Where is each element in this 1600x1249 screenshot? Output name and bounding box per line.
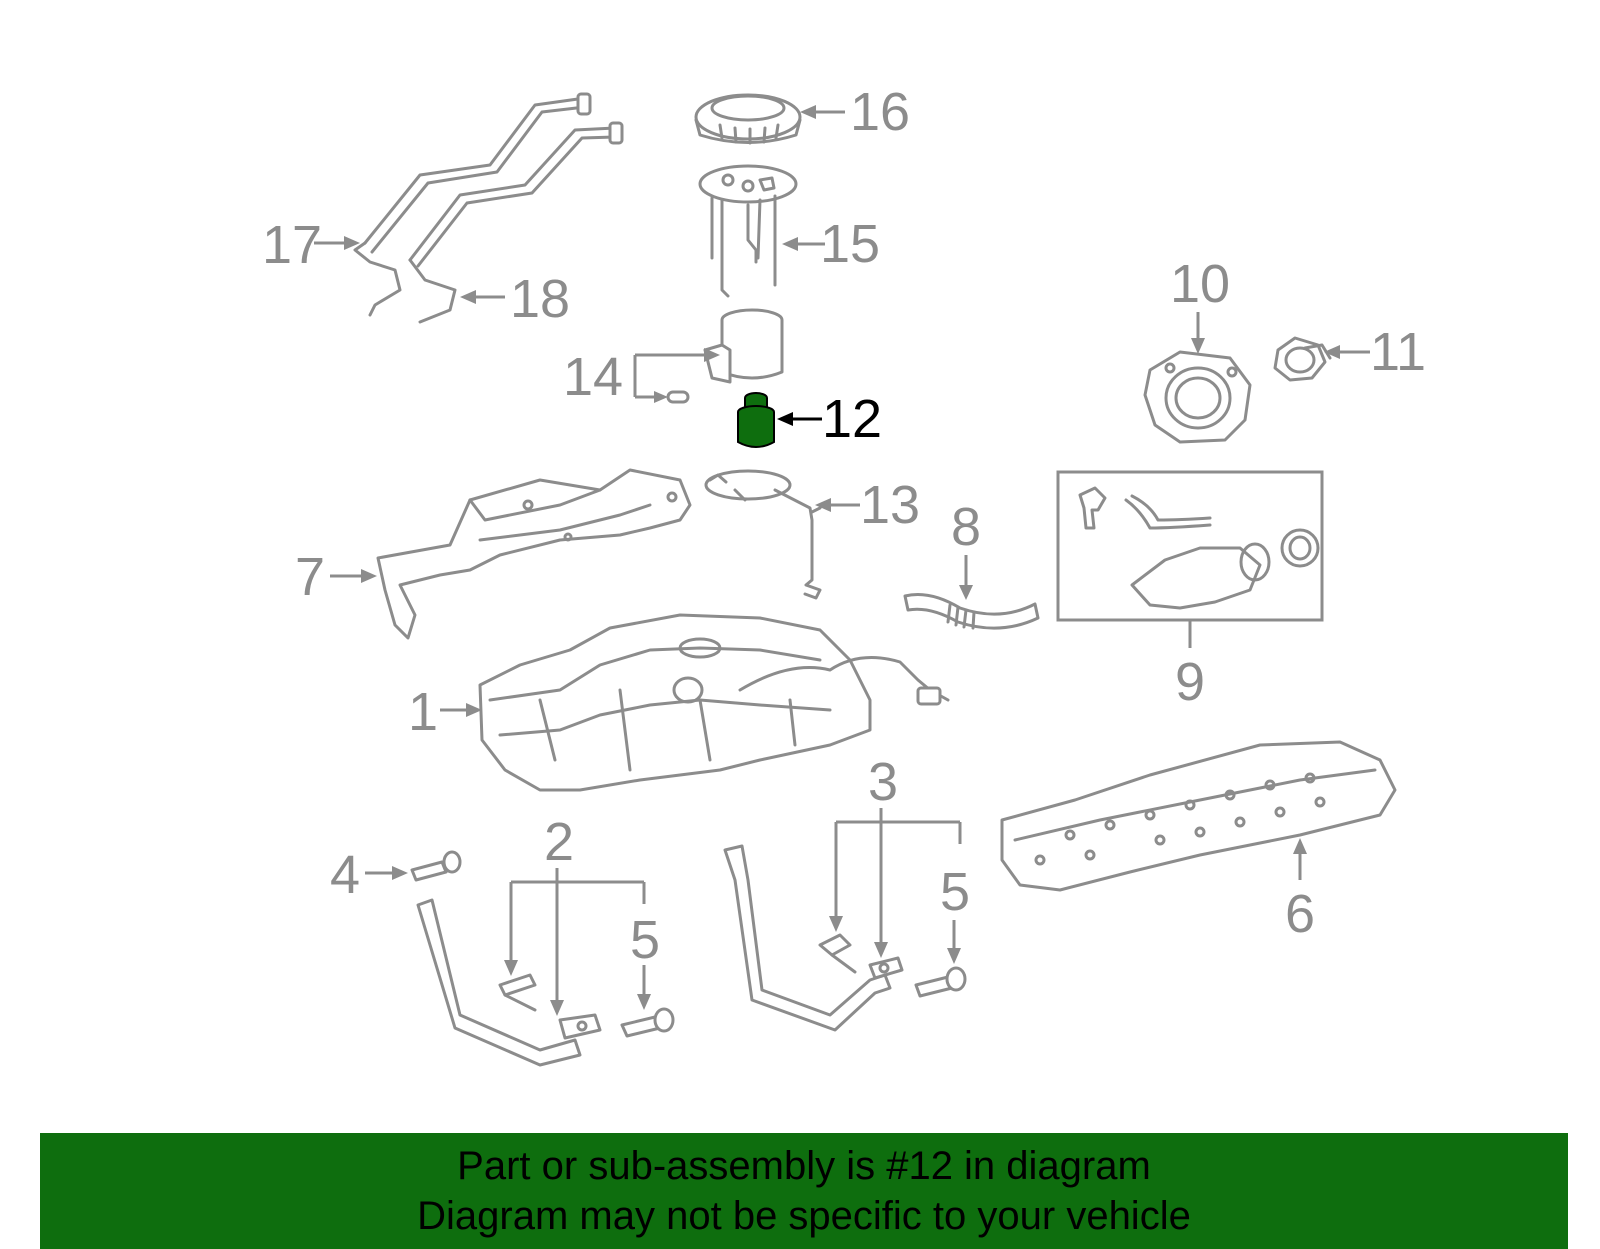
- part-7-heat-shield[interactable]: [376, 468, 692, 640]
- part-8-filler-hose[interactable]: [903, 593, 1040, 630]
- callout-8-label: 8: [951, 497, 981, 557]
- callout-18: 18: [460, 269, 570, 329]
- callout-2-label: 2: [544, 812, 574, 872]
- part-10-filler-housing[interactable]: [1143, 350, 1252, 444]
- part-17-fuel-line[interactable]: [353, 92, 592, 317]
- callout-13: 13: [815, 475, 920, 535]
- part-5-bolt-left[interactable]: [620, 1007, 675, 1038]
- callout-17: 17: [262, 215, 360, 275]
- callout-5-left: 5: [630, 910, 660, 1010]
- banner-line-1: Part or sub-assembly is #12 in diagram: [457, 1144, 1151, 1188]
- callout-6-label: 6: [1285, 884, 1315, 944]
- callout-12: 12: [777, 389, 882, 449]
- callout-8: 8: [951, 497, 981, 600]
- part-3-tank-strap[interactable]: [723, 844, 904, 1032]
- part-13-sender-gauge[interactable]: [704, 469, 822, 600]
- callout-5-left-label: 5: [630, 910, 660, 970]
- callout-13-label: 13: [860, 475, 920, 535]
- callout-15-label: 15: [820, 214, 880, 274]
- callout-3-label: 3: [868, 752, 898, 812]
- callout-16: 16: [800, 82, 910, 142]
- callout-11-label: 11: [1370, 322, 1426, 382]
- part-18-fuel-line[interactable]: [408, 121, 624, 324]
- info-banner: Part or sub-assembly is #12 in diagram D…: [40, 1133, 1568, 1249]
- part-12-fuel-filter[interactable]: [737, 392, 775, 448]
- callout-9: 9: [1175, 620, 1205, 712]
- callout-2: 2: [504, 812, 646, 1016]
- part-5-bolt-right[interactable]: [914, 966, 967, 998]
- callout-14-label: 14: [563, 347, 623, 407]
- part-15-pump-bracket[interactable]: [698, 164, 798, 298]
- callout-1-label: 1: [408, 682, 438, 742]
- part-6-skid-plate[interactable]: [1000, 740, 1397, 892]
- callout-12-label: 12: [822, 389, 882, 449]
- callout-5-right: 5: [940, 862, 970, 964]
- callout-6: 6: [1285, 838, 1315, 944]
- part-2-tank-strap[interactable]: [416, 898, 602, 1067]
- callout-4-label: 4: [330, 845, 360, 905]
- callout-1: 1: [408, 682, 482, 742]
- part-9-filler-pipe-assembly[interactable]: [1056, 470, 1324, 622]
- callout-15: 15: [782, 214, 880, 274]
- banner-line-2: Diagram may not be specific to your vehi…: [417, 1194, 1191, 1238]
- part-16-lock-ring[interactable]: [694, 93, 802, 145]
- callout-3: 3: [829, 752, 962, 958]
- part-1-fuel-tank[interactable]: [478, 613, 950, 792]
- callout-5-right-label: 5: [940, 862, 970, 922]
- part-11-fuel-cap[interactable]: [1273, 336, 1332, 382]
- callout-10: 10: [1170, 254, 1230, 354]
- callout-7: 7: [295, 547, 377, 607]
- part-4-bolt[interactable]: [410, 850, 462, 882]
- callout-18-label: 18: [510, 269, 570, 329]
- part-14-fuel-pump[interactable]: [666, 308, 784, 404]
- callout-9-label: 9: [1175, 652, 1205, 712]
- callout-16-label: 16: [850, 82, 910, 142]
- callout-11: 11: [1324, 322, 1426, 382]
- callout-14: 14: [563, 347, 720, 407]
- callout-10-label: 10: [1170, 254, 1230, 314]
- callout-4: 4: [330, 845, 408, 905]
- callout-17-label: 17: [262, 215, 322, 275]
- callout-7-label: 7: [295, 547, 325, 607]
